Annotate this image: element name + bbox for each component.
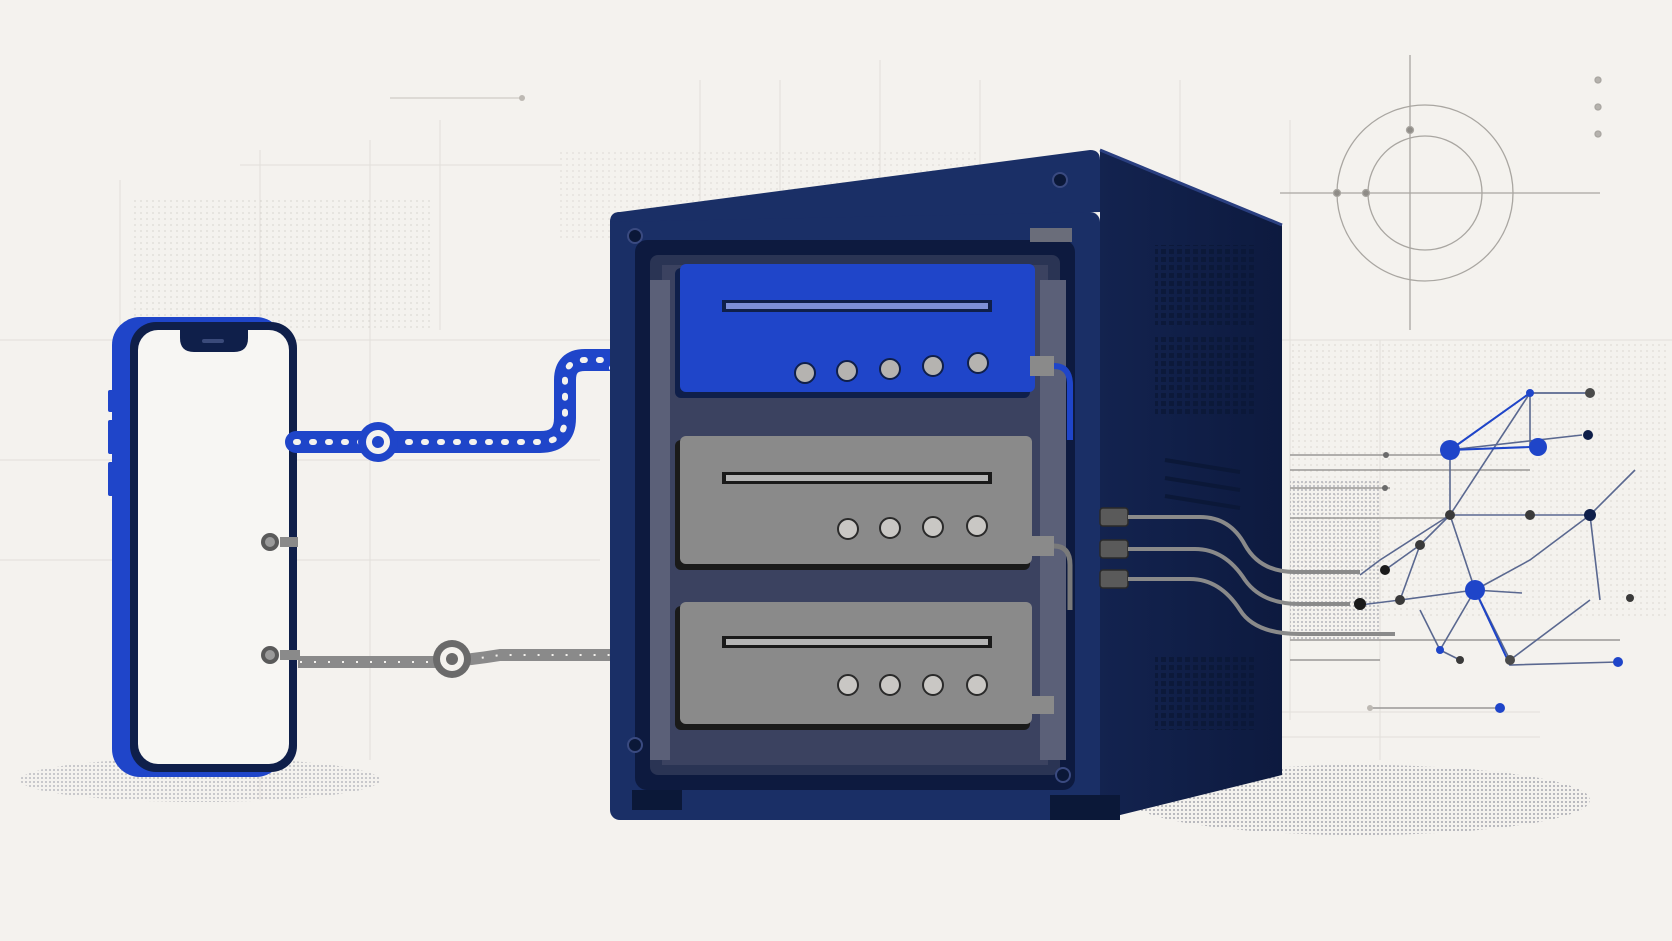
server-tray-3-idle — [675, 602, 1054, 730]
network-graph-icon — [1290, 388, 1636, 713]
tray-3-leds — [837, 674, 988, 696]
phone-shadow — [20, 758, 380, 802]
smartphone-icon — [108, 317, 297, 777]
idle-connection-cable — [261, 640, 676, 678]
phone-port-middle — [261, 533, 298, 551]
network-link-cables — [1128, 515, 1395, 636]
dot-texture-left — [130, 200, 430, 330]
server-tray-2-idle — [675, 436, 1073, 610]
server-tray-1-active — [675, 264, 1073, 440]
grid-node — [519, 95, 525, 101]
server-network-ports — [1099, 507, 1129, 589]
tray-2-leds — [837, 515, 988, 540]
crosshair-target-icon — [1280, 55, 1602, 330]
tray-1-leds — [794, 352, 989, 384]
dot-texture-halftone — [1290, 480, 1380, 640]
